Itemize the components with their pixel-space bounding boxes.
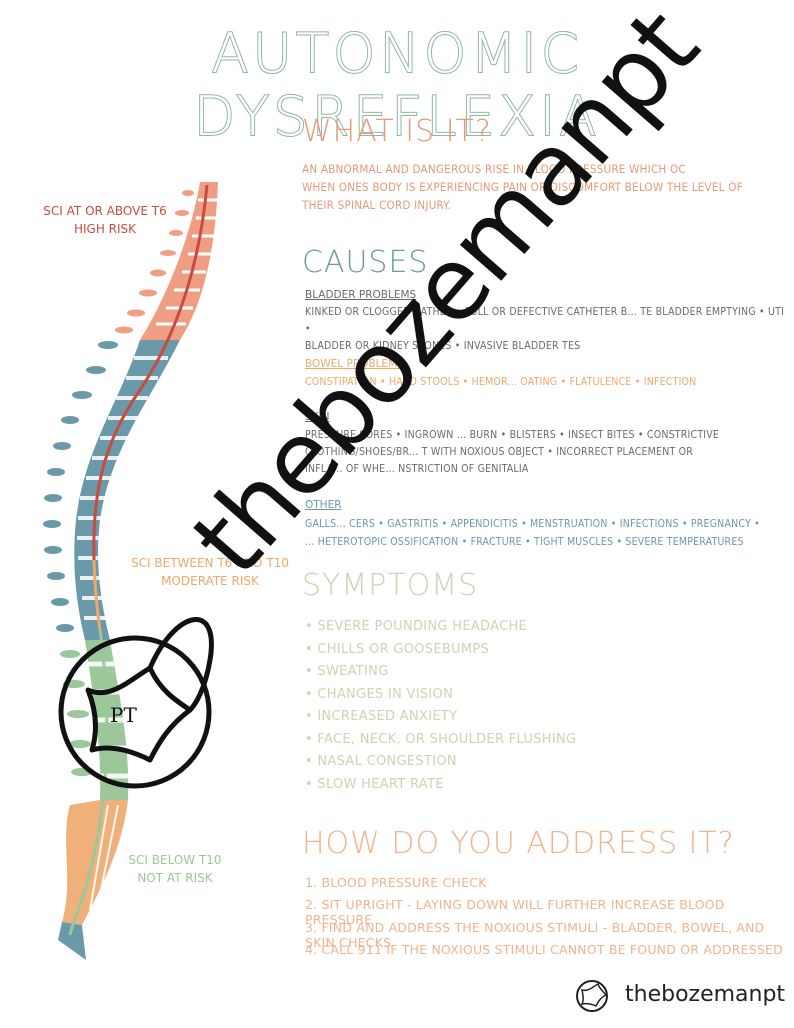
skin-text: PRESSURE SORES • INGROWN ... BURN • BLIS… [305, 427, 790, 478]
bladder-line: BLADDER OR KIDNEY STONES • INVASIVE BLAD… [305, 340, 581, 352]
other-label: OTHER [305, 499, 342, 511]
causes-heading: CAUSES [302, 245, 429, 280]
spinal-cord-high [92, 184, 209, 561]
bowel-text: CONSTIPATION • HARD STOOLS • HEMOR... OA… [305, 374, 790, 391]
what-line: AN ABNORMAL AND DANGEROUS RISE IN BLOOD … [302, 162, 686, 176]
bowel-label: BOWEL PROBLEMS [305, 358, 404, 370]
page-title: AUTONOMIC DYSREFLEXIA [193, 21, 601, 149]
what-line: WHEN ONES BODY IS EXPERIENCING PAIN OR D… [302, 180, 743, 194]
what-heading: WHAT IS IT? [302, 114, 492, 149]
skin-label: SKIN [305, 411, 330, 423]
other-line: ... HETEROTOPIC OSSIFICATION • FRACTURE … [305, 536, 744, 548]
spinal-cord-moderate [92, 559, 102, 631]
what-line: THEIR SPINAL CORD INJURY. [302, 198, 451, 212]
address-step: 1. BLOOD PRESSURE CHECK [305, 875, 487, 890]
spine-label-high: SCI AT OR ABOVE T6 HIGH RISK [20, 202, 190, 238]
footer-brand-text: thebozemanpt [625, 982, 786, 1007]
symptom-item: • CHILLS OR GOOSEBUMPS [305, 642, 490, 657]
address-step: 4. CALL 911 IF THE NOXIOUS STIMULI CANNO… [305, 942, 783, 957]
address-heading: HOW DO YOU ADDRESS IT? [302, 826, 735, 861]
spine-label-moderate-line2: MODERATE RISK [161, 574, 259, 588]
symptom-item: • SLOW HEART RATE [305, 777, 444, 792]
lumbar-segment [60, 640, 129, 800]
spine-label-low-line1: SCI BELOW T10 [128, 853, 222, 867]
skin-line: PRESSURE SORES • INGROWN ... BURN • BLIS… [305, 429, 720, 441]
bladder-text: KINKED OR CLOGGED CATHER • FULL OR DEFEC… [305, 304, 790, 355]
address-step: 3. FIND AND ADDRESS THE NOXIOUS STIMULI … [305, 920, 765, 950]
bladder-line: KINKED OR CLOGGED CATHER • FULL OR DEFEC… [305, 306, 785, 335]
coccyx-segment [58, 922, 86, 960]
spine-label-low: SCI BELOW T10 NOT AT RISK [110, 851, 240, 887]
bowel-line: CONSTIPATION • HARD STOOLS • HEMOR... OA… [305, 376, 697, 388]
spine-label-low-line2: NOT AT RISK [137, 871, 213, 885]
what-paragraph: AN ABNORMAL AND DANGEROUS RISE IN BLOOD … [302, 160, 782, 214]
sacral-segment [62, 800, 128, 925]
bladder-label: BLADDER PROBLEMS [305, 289, 417, 301]
symptom-item: • FACE, NECK, OR SHOULDER FLUSHING [305, 732, 577, 747]
symptom-item: • SWEATING [305, 664, 389, 679]
skin-line: INFLA... OF WHE... NSTRICTION OF GENITAL… [305, 463, 529, 475]
symptom-item: • CHANGES IN VISION [305, 687, 454, 702]
thoracic-segment [43, 340, 180, 640]
symptom-item: • NASAL CONGESTION [305, 754, 457, 769]
symptom-item: • INCREASED ANXIETY [305, 709, 458, 724]
other-line: GALLS... CERS • GASTRITIS • APPENDICITIS… [305, 518, 760, 530]
spine-label-moderate: SCI BETWEEN T6 AND T10 MODERATE RISK [115, 554, 305, 590]
spine-label-moderate-line1: SCI BETWEEN T6 AND T10 [131, 556, 289, 570]
other-text: GALLS... CERS • GASTRITIS • APPENDICITIS… [305, 515, 790, 551]
spine-label-high-line1: SCI AT OR ABOVE T6 [43, 204, 167, 218]
spine-label-high-line2: HIGH RISK [73, 222, 137, 236]
address-step: 2. SIT UPRIGHT - LAYING DOWN WILL FURTHE… [305, 897, 725, 927]
symptom-item: • SEVERE POUNDING HEADACHE [305, 619, 528, 634]
symptoms-heading: SYMPTOMS [302, 568, 479, 603]
skin-line: CLOTHING/SHOES/BR... T WITH NOXIOUS OBJE… [305, 446, 694, 458]
